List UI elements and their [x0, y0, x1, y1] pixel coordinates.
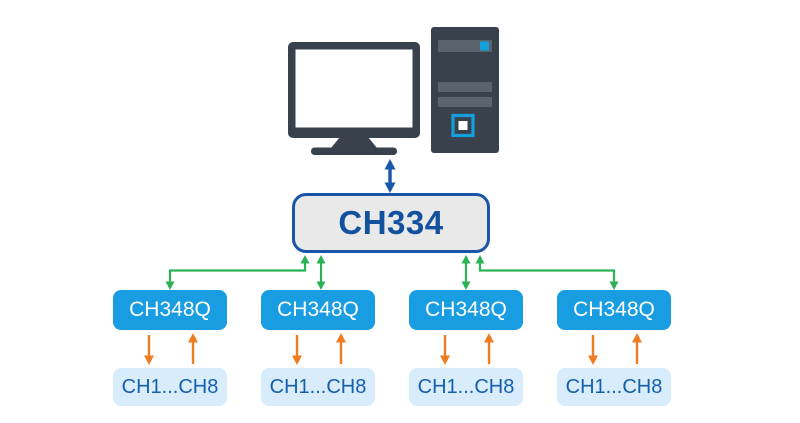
hub-link-connectors [165, 255, 619, 290]
controller-box-4: CH348Q [557, 290, 671, 330]
serial-arrows-col-1 [144, 333, 198, 365]
serial-arrows [144, 333, 642, 365]
usb-host-arrow [384, 159, 396, 193]
channels-box-3: CH1...CH8 [409, 368, 523, 406]
hub-link-elbow-left [165, 255, 310, 290]
monitor-icon [288, 42, 420, 155]
serial-arrows-col-3 [440, 333, 494, 365]
controller-box-1: CH348Q [113, 290, 227, 330]
serial-arrows-col-2 [292, 333, 346, 365]
hub-link-vertical-2 [316, 255, 326, 290]
controller-box-3: CH348Q [409, 290, 523, 330]
hub-box-ch334: CH334 [292, 193, 490, 253]
controller-box-2: CH348Q [261, 290, 375, 330]
tower-case-icon [431, 27, 499, 153]
channels-box-2: CH1...CH8 [261, 368, 375, 406]
hub-link-elbow-right [475, 255, 619, 290]
hub-link-vertical-3 [461, 255, 471, 290]
channels-box-1: CH1...CH8 [113, 368, 227, 406]
serial-arrows-col-4 [588, 333, 642, 365]
desktop-computer-icon [288, 27, 499, 155]
channels-box-4: CH1...CH8 [557, 368, 671, 406]
